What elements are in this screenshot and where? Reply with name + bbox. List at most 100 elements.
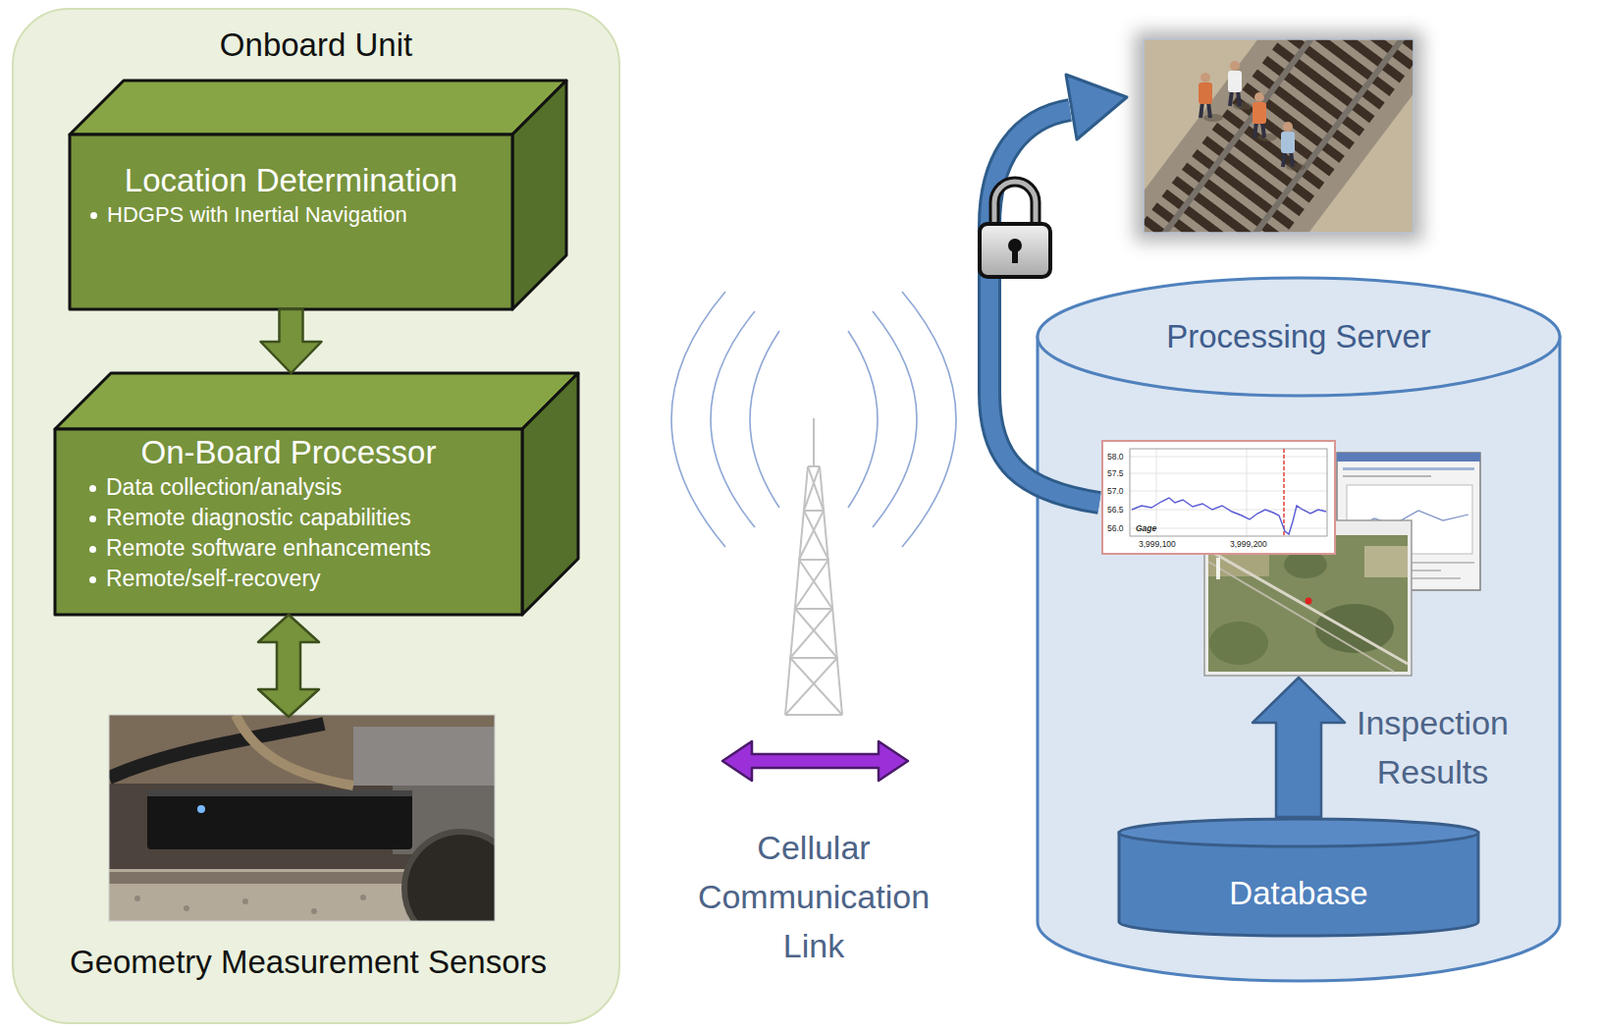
- sensor-photo: [353, 726, 495, 786]
- axis-tick: 57.0: [1107, 485, 1124, 496]
- axis-tick: 56.5: [1107, 504, 1124, 515]
- box-title: Location Determination: [124, 160, 458, 201]
- track-photo: [1143, 39, 1414, 233]
- signal-waves: [902, 291, 957, 547]
- sensor-photo: [108, 714, 495, 921]
- worker-figure: [1227, 70, 1242, 93]
- track-photo: [1143, 39, 1414, 233]
- database-title: Database: [1228, 873, 1368, 913]
- gage-chart-screenshot: [1102, 440, 1335, 554]
- bullet-item: Remote software enhancements: [84, 533, 431, 564]
- chart-title: Gage: [1135, 523, 1157, 534]
- map-screenshot: [1208, 561, 1394, 672]
- link-label: Cellular Communication Link: [697, 822, 930, 970]
- box-title: On-Board Processor: [141, 432, 437, 473]
- secure-transfer-arrow: [1066, 74, 1127, 140]
- axis-tick: 3,999,200: [1229, 538, 1268, 549]
- panel-title: Onboard Unit: [13, 25, 619, 65]
- process-box: Location DeterminationHDGPS with Inertia…: [69, 134, 513, 310]
- signal-waves: [671, 291, 726, 547]
- worker-figure: [1198, 82, 1213, 105]
- cell-tower: [785, 418, 843, 715]
- worker-figure: [1200, 102, 1211, 118]
- sensor-photo: [108, 714, 495, 921]
- worker-figure: [1252, 92, 1278, 142]
- padlock-icon: [1012, 247, 1018, 264]
- track-photo: [1143, 39, 1414, 233]
- axis-tick: 56.0: [1107, 523, 1124, 534]
- worker-figure: [1198, 72, 1224, 122]
- sensor-photo: [311, 907, 318, 914]
- cell-tower: [785, 510, 843, 715]
- cell-tower: [785, 466, 808, 715]
- sensor-photo: [147, 790, 413, 797]
- gage-chart-screenshot: [1129, 448, 1328, 536]
- worker-figure: [1282, 121, 1293, 132]
- cell-tower: [790, 466, 843, 715]
- sensor-photo: [197, 804, 206, 813]
- cylinder-body: [1119, 832, 1479, 936]
- sensor-photo: [147, 790, 413, 850]
- worker-figure: [1200, 72, 1211, 83]
- track-photo: [1143, 39, 1414, 233]
- map-screenshot: [1305, 597, 1313, 605]
- cell-tower: [785, 466, 838, 715]
- padlock-icon: [979, 181, 1051, 277]
- map-screenshot: [1216, 557, 1221, 580]
- worker-figure: [1254, 92, 1265, 103]
- map-screenshot: [1208, 549, 1408, 664]
- signal-waves: [671, 291, 957, 547]
- track-photo: [1171, 39, 1414, 233]
- link-double-arrow: [722, 741, 908, 781]
- cylinder-body: [1037, 336, 1560, 981]
- signal-waves: [848, 330, 878, 508]
- worker-figure: [1285, 162, 1306, 171]
- map-screenshot: [1209, 621, 1269, 665]
- gage-chart-screenshot: [1282, 448, 1285, 536]
- map-screenshot: [1364, 545, 1408, 578]
- worker-figure: [1257, 133, 1278, 142]
- app-window-screenshot: [1336, 452, 1481, 462]
- axis-tick: 3,999,100: [1138, 538, 1176, 549]
- cell-tower: [807, 465, 820, 468]
- photo-caption: Geometry Measurement Sensors: [69, 942, 547, 982]
- worker-figure: [1232, 102, 1253, 110]
- signal-waves: [710, 311, 755, 528]
- box-face: [512, 80, 567, 310]
- edge-label: Inspection Results: [1356, 697, 1509, 797]
- padlock-icon: [979, 223, 1051, 277]
- map-screenshot: [1208, 534, 1408, 672]
- map-screenshot: [1283, 550, 1328, 579]
- worker-figure: [1203, 113, 1224, 122]
- cell-tower: [812, 418, 815, 467]
- signal-waves: [749, 330, 780, 508]
- sensor-photo: [235, 714, 354, 786]
- worker-figure: [1227, 60, 1253, 110]
- axis-tick: 58.0: [1107, 451, 1124, 462]
- track-photo: [1143, 39, 1414, 233]
- worker-figure: [1252, 102, 1267, 124]
- worker-figure: [1254, 121, 1265, 138]
- bullet-item: Remote/self-recovery: [84, 563, 321, 594]
- cell-tower: [819, 466, 843, 715]
- bullet-item: Data collection/analysis: [84, 472, 342, 503]
- server-title: Processing Server: [1035, 317, 1562, 357]
- worker-figure: [1280, 131, 1295, 154]
- track-photo: [1143, 39, 1401, 233]
- worker-figure: [1229, 60, 1240, 71]
- database-cylinder: Database: [1117, 816, 1481, 938]
- app-window-screenshot: [1342, 467, 1475, 471]
- signal-waves: [872, 311, 917, 528]
- box-face: [54, 428, 523, 615]
- worker-figure: [1282, 151, 1293, 167]
- map-screenshot: [1315, 603, 1394, 653]
- sensor-photo: [108, 714, 519, 946]
- sensor-photo: [183, 905, 190, 911]
- gage-chart-screenshot: [1129, 448, 1328, 536]
- box-face: [54, 373, 579, 429]
- process-box: On-Board ProcessorData collection/analys…: [54, 428, 523, 615]
- bullet-item: Remote diagnostic capabilities: [84, 502, 412, 534]
- axis-tick: 57.5: [1107, 468, 1124, 479]
- bullet-item: HDGPS with Inertial Navigation: [85, 200, 408, 230]
- box-face: [69, 80, 567, 135]
